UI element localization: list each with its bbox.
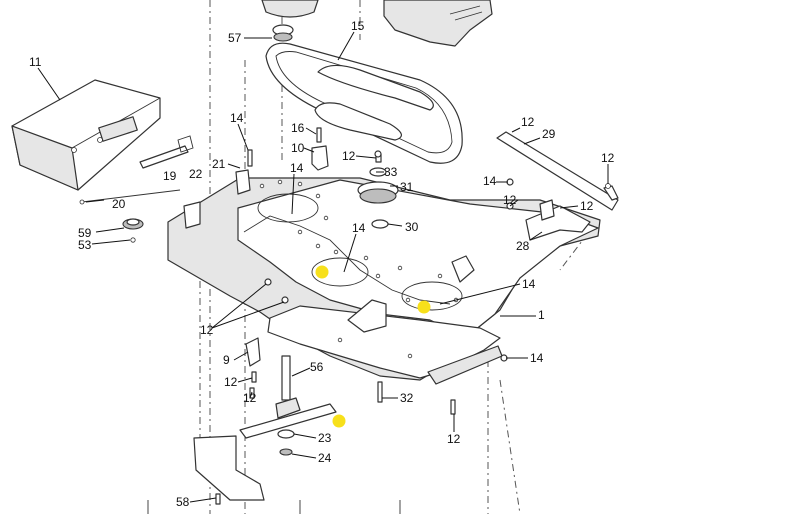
callout-56: 56 bbox=[310, 360, 324, 374]
callout-24: 24 bbox=[318, 451, 332, 465]
callout-23: 23 bbox=[318, 431, 332, 445]
callout-12-right: 12 bbox=[601, 151, 615, 165]
callout-14-front: 14 bbox=[530, 351, 544, 365]
callout-16: 16 bbox=[291, 121, 305, 135]
callout-22: 22 bbox=[189, 167, 203, 181]
callout-57: 57 bbox=[228, 31, 242, 45]
callout-59: 59 bbox=[78, 226, 92, 240]
mount-bracket-left bbox=[183, 149, 253, 229]
callout-14: 14 bbox=[230, 111, 244, 125]
engine-cover bbox=[383, 0, 493, 47]
callout-21: 21 bbox=[212, 157, 226, 171]
callout-12-rail-lower: 12 bbox=[503, 193, 517, 207]
marker-spindle-center bbox=[315, 265, 329, 279]
top-spindle-housing bbox=[261, 0, 319, 42]
blade-spindle bbox=[239, 355, 337, 456]
lower-housing bbox=[147, 435, 401, 514]
deflector-guard bbox=[11, 79, 161, 191]
marker-spindle-right bbox=[417, 300, 431, 314]
callout-9: 9 bbox=[223, 353, 230, 367]
callout-12-bottom: 12 bbox=[447, 432, 461, 446]
callout-12-rail: 12 bbox=[521, 115, 535, 129]
washer-assembly bbox=[122, 218, 144, 243]
callout-15: 15 bbox=[351, 19, 365, 33]
callout-33: 33 bbox=[384, 165, 398, 179]
hanger-bracket bbox=[245, 337, 261, 367]
callout-1: 1 bbox=[538, 308, 545, 322]
callout-14-rail: 14 bbox=[483, 174, 497, 188]
callout-19: 19 bbox=[163, 169, 177, 183]
callout-labels: 11 57 15 14 16 10 12 33 21 31 19 22 14 2… bbox=[29, 19, 615, 509]
callout-12-hanger: 12 bbox=[224, 375, 238, 389]
callout-12: 12 bbox=[342, 149, 356, 163]
leader-lines bbox=[37, 31, 609, 503]
callout-14-center: 14 bbox=[352, 221, 366, 235]
callout-14-deck: 14 bbox=[290, 161, 304, 175]
mower-deck bbox=[167, 177, 601, 385]
callout-11: 11 bbox=[29, 55, 42, 69]
side-rail bbox=[496, 131, 619, 241]
callout-12-bracket: 12 bbox=[580, 199, 594, 213]
callout-29: 29 bbox=[542, 127, 556, 141]
idler-bracket bbox=[311, 127, 329, 171]
deflector-rod bbox=[79, 135, 194, 205]
callout-30: 30 bbox=[405, 220, 419, 234]
callout-10: 10 bbox=[291, 141, 305, 155]
marker-blade bbox=[332, 414, 346, 428]
callout-28: 28 bbox=[516, 239, 530, 253]
callout-53: 53 bbox=[78, 238, 92, 252]
callout-31: 31 bbox=[400, 180, 414, 194]
callout-12-hanger-lower: 12 bbox=[243, 391, 257, 405]
highlight-markers bbox=[315, 265, 431, 428]
callout-14-right: 14 bbox=[522, 277, 536, 291]
callout-58: 58 bbox=[176, 495, 190, 509]
callout-32: 32 bbox=[400, 391, 414, 405]
callout-20: 20 bbox=[112, 197, 126, 211]
drive-belt bbox=[265, 42, 463, 164]
callout-12-deck: 12 bbox=[200, 323, 214, 337]
